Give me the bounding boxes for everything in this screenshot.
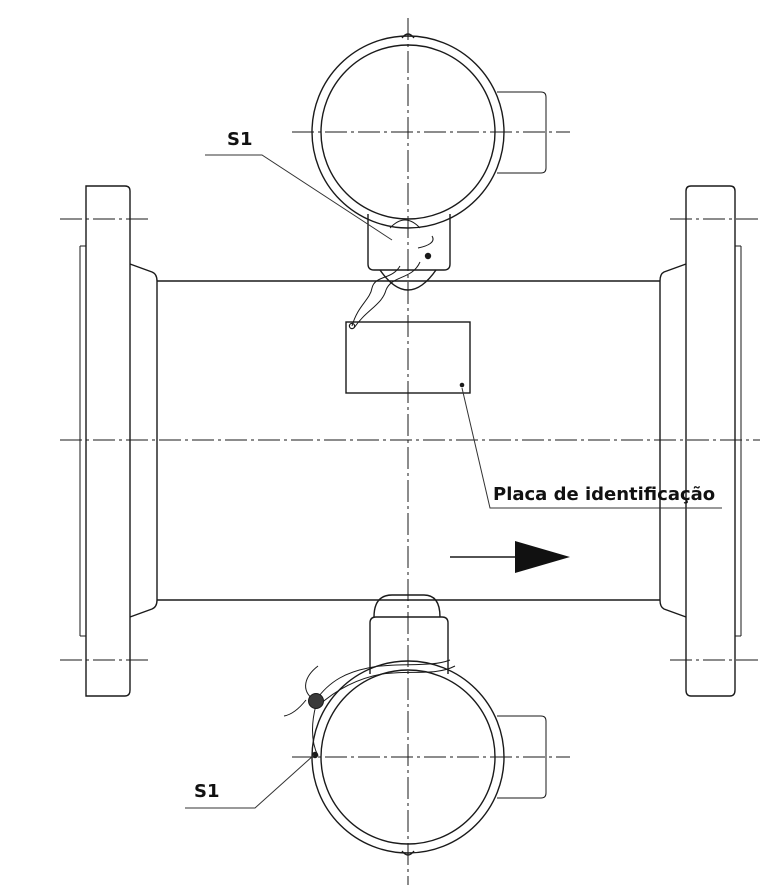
left-flange (79, 185, 158, 697)
pipe-body (156, 280, 661, 601)
arrow-right-icon (450, 541, 570, 573)
right-flange (659, 185, 742, 697)
seal-label-bottom: S1 (194, 781, 220, 802)
top-seal-wire (351, 235, 434, 329)
bottom-seal-wire (283, 659, 456, 759)
nameplate-plate (345, 321, 471, 394)
top-transmitter-housing (311, 33, 547, 291)
bottom-transmitter-housing (311, 594, 547, 856)
centerlines (60, 18, 760, 885)
leader-lines (185, 154, 722, 809)
nameplate-label: Placa de identificação (493, 484, 715, 505)
seal-label-top: S1 (227, 129, 253, 150)
